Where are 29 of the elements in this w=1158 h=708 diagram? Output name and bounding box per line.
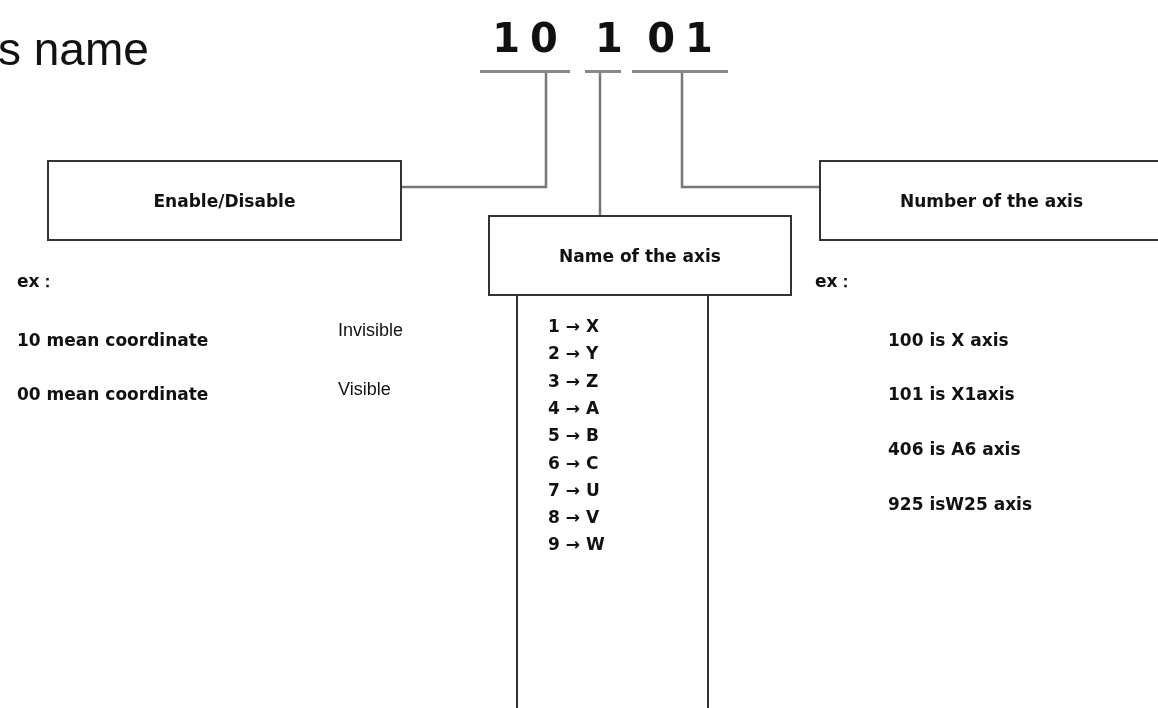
- leader-line: [598, 73, 602, 215]
- example-text: 10 mean coordinate: [17, 330, 209, 350]
- state-label: Visible: [338, 379, 391, 400]
- list-box: [516, 294, 709, 708]
- box-label: Enable/Disable: [47, 160, 402, 241]
- example-text: 406 is A6 axis: [888, 439, 1021, 459]
- box-label: Name of the axis: [488, 215, 792, 296]
- mapping-text: 9 → W: [548, 534, 605, 555]
- mapping-text: 8 → V: [548, 507, 600, 528]
- example-text: 101 is X1axis: [888, 384, 1015, 404]
- underlined-digits: 01: [632, 16, 728, 73]
- mapping-text: 2 → Y: [548, 343, 599, 364]
- leader-line: [680, 73, 819, 189]
- underlined-digits: 1: [585, 16, 621, 73]
- example-text: 925 isW25 axis: [888, 494, 1033, 514]
- mapping-text: 7 → U: [548, 479, 600, 500]
- mapping-text: 1 → X: [548, 316, 600, 336]
- underlined-digits: 10: [480, 16, 570, 73]
- example-label: ex：: [815, 270, 855, 293]
- mapping-text: 6 → C: [548, 452, 599, 473]
- box-label: Number of the axis: [819, 160, 1158, 241]
- example-text: 00 mean coordinate: [17, 384, 209, 404]
- state-label: Invisible: [338, 320, 404, 341]
- leader-line: [402, 73, 548, 189]
- example-text: 100 is X axis: [888, 330, 1009, 350]
- mapping-text: 5 → B: [548, 425, 599, 446]
- example-label: ex：: [17, 270, 57, 293]
- mapping-text: 4 → A: [548, 397, 600, 418]
- mapping-text: 3 → Z: [548, 370, 599, 391]
